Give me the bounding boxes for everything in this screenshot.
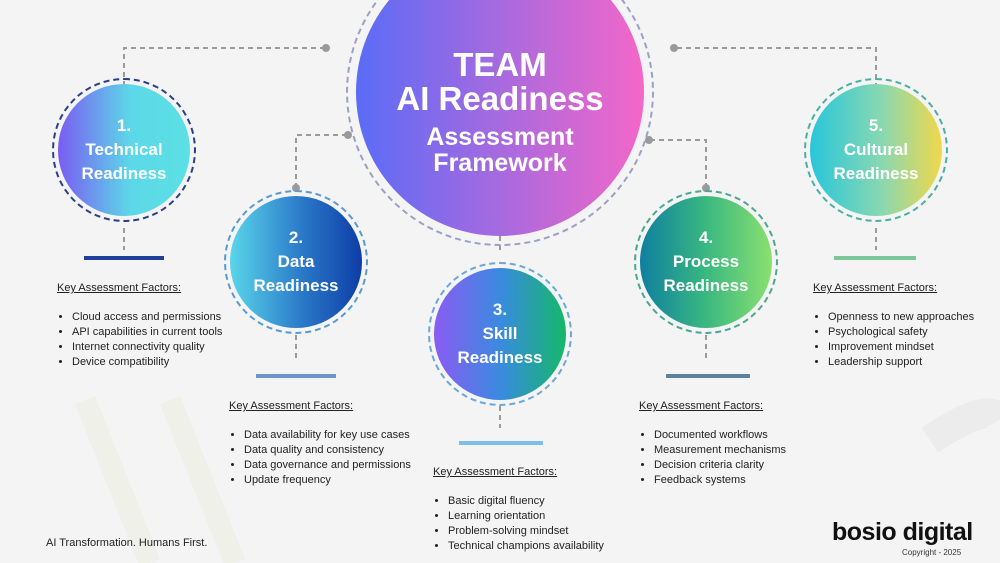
factor-item: Psychological safety (828, 325, 974, 340)
pillar-5-circle: 5. Cultural Readiness (810, 84, 942, 216)
pillar-1-bar (84, 256, 164, 260)
pillar-1-title: Technical (85, 140, 163, 159)
pillar-4-factors: Key Assessment Factors: Documented workf… (639, 399, 786, 488)
brand-logo: bosio digital (832, 518, 973, 546)
factor-item: Data availability for key use cases (244, 428, 411, 443)
pillar-5-ring (804, 78, 948, 222)
factor-item: Internet connectivity quality (72, 340, 222, 355)
factor-item: Basic digital fluency (448, 494, 604, 509)
pillar-3-subtitle: Readiness (457, 348, 543, 367)
pillar-4-factors-heading: Key Assessment Factors: (639, 400, 764, 412)
pillar-3-ring (428, 262, 572, 406)
connector-line-1 (123, 47, 323, 86)
pillar-3-circle: 3. Skill Readiness (434, 268, 566, 400)
title-circle: TEAM AI Readiness Assessment Framework (356, 0, 644, 236)
pillar-3-factors: Key Assessment Factors: Basic digital fl… (433, 465, 604, 554)
pillar-5-title: Cultural (843, 140, 909, 159)
factor-item: Decision criteria clarity (654, 458, 786, 473)
pillar-1-number: 1. (116, 116, 132, 135)
factor-item: Technical champions availability (448, 539, 604, 554)
connector-line-2 (295, 134, 345, 188)
pillar-1-factors-heading: Key Assessment Factors: (57, 282, 182, 294)
pillar-2-number: 2. (288, 228, 304, 247)
title-line-1: TEAM (453, 46, 547, 83)
pillar-3-factors-heading: Key Assessment Factors: (433, 466, 558, 478)
pillar-4-title: Process (672, 252, 740, 271)
connector-dot (322, 44, 330, 52)
pillar-2-factors: Key Assessment Factors: Data availabilit… (229, 399, 411, 488)
pillar-1-circle: 1. Technical Readiness (58, 84, 190, 216)
factor-item: Documented workflows (654, 428, 786, 443)
copyright-text: Copyright - 2025 (902, 548, 962, 557)
pillar-5-bar (834, 256, 916, 260)
pillar-2-factors-heading: Key Assessment Factors: (229, 400, 354, 412)
pillar-4-number: 4. (698, 228, 714, 247)
pillar-5-factors: Key Assessment Factors: Openness to new … (813, 281, 974, 370)
background-stroke (921, 398, 1000, 453)
factor-item: Data governance and permissions (244, 458, 411, 473)
factor-item: Problem-solving mindset (448, 524, 604, 539)
factor-item: Update frequency (244, 473, 411, 488)
pillar-3-title: Skill (482, 324, 518, 343)
factor-item: Improvement mindset (828, 340, 974, 355)
pillar-4-bar (666, 374, 750, 378)
background-stroke (74, 395, 246, 563)
connector-line-4 (650, 139, 707, 188)
factor-item: Openness to new approaches (828, 310, 974, 325)
main-title: TEAM AI Readiness (396, 48, 603, 116)
factor-item: Feedback systems (654, 473, 786, 488)
pillar-5-subtitle: Readiness (833, 164, 919, 183)
pillar-2-bar (256, 374, 336, 378)
factor-item: API capabilities in current tools (72, 325, 222, 340)
pillar-5-factors-heading: Key Assessment Factors: (813, 282, 938, 294)
factor-item: Cloud access and permissions (72, 310, 222, 325)
title-line-2: AI Readiness (396, 80, 604, 117)
connector-line-5 (677, 47, 877, 86)
pillar-3-number: 3. (492, 300, 508, 319)
pillar-2-title: Data (277, 252, 315, 271)
pillar-2-subtitle: Readiness (253, 276, 339, 295)
factor-item: Learning orientation (448, 509, 604, 524)
pillar-4-subtitle: Readiness (663, 276, 749, 295)
pillar-4-ring (634, 190, 778, 334)
pillar-3-bar (459, 441, 543, 445)
pillar-5-number: 5. (868, 116, 884, 135)
pillar-1-factors: Key Assessment Factors: Cloud access and… (57, 281, 222, 370)
main-subtitle: Assessment Framework (426, 124, 573, 176)
pillar-2-circle: 2. Data Readiness (230, 196, 362, 328)
pillar-4-circle: 4. Process Readiness (640, 196, 772, 328)
title-line-3: Assessment (426, 123, 574, 151)
connector-dot (344, 131, 352, 139)
pillar-2-ring (224, 190, 368, 334)
factor-item: Leadership support (828, 355, 974, 370)
factor-item: Measurement mechanisms (654, 443, 786, 458)
factor-item: Device compatibility (72, 355, 222, 370)
connector-dot (645, 136, 653, 144)
connector-dot (670, 44, 678, 52)
pillar-1-ring (52, 78, 196, 222)
title-line-4: Framework (433, 149, 567, 177)
tagline: AI Transformation. Humans First. (46, 537, 208, 549)
factor-item: Data quality and consistency (244, 443, 411, 458)
pillar-1-subtitle: Readiness (81, 164, 167, 183)
